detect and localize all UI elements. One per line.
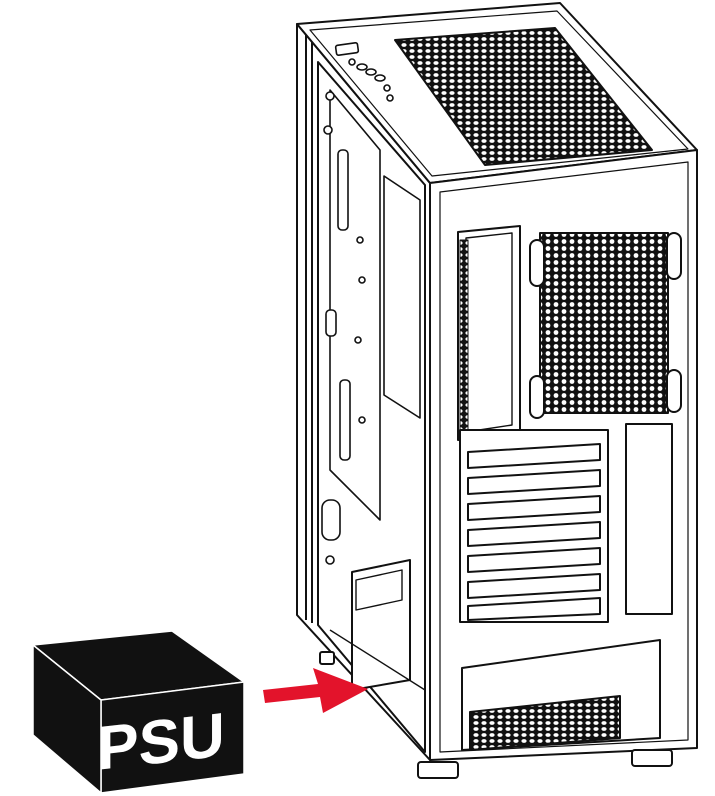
case-feet [319, 651, 673, 779]
expansion-slots [459, 429, 609, 623]
vertical-slot [625, 423, 673, 615]
psu-label: PSU [97, 701, 224, 784]
psu-box-side [32, 643, 102, 795]
pc-case [296, 2, 698, 779]
motherboard-tray [321, 89, 421, 565]
rear-fan-mesh [539, 232, 669, 414]
top-mesh-panel [394, 27, 653, 166]
psu-box: PSU [31, 630, 247, 795]
bottom-dust-filter [469, 695, 621, 751]
insert-direction-arrow [263, 668, 368, 713]
front-io-panel [334, 41, 394, 102]
